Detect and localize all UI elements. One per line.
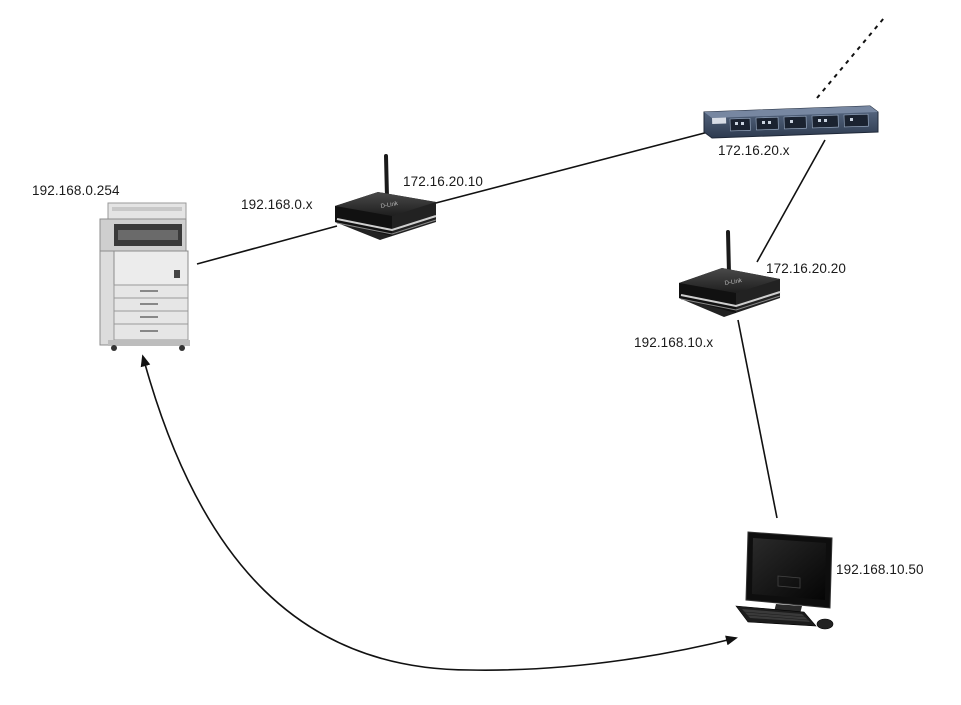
all-in-one-computer-icon (735, 531, 834, 630)
router-a-lan-label: 192.168.0.x (241, 197, 313, 212)
core-router-network-label: 172.16.20.x (718, 143, 790, 158)
link-router-b-pc (737, 319, 778, 519)
svg-text:D-Link: D-Link (724, 278, 743, 287)
wireless-router-icon: D-Link (335, 154, 437, 240)
svg-text:D-Link: D-Link (380, 201, 399, 210)
link-core-internet-dotted (816, 17, 885, 99)
router-a-wan-label: 172.16.20.10 (403, 174, 484, 189)
rack-router-icon (703, 105, 879, 139)
router-b-lan-label: 192.168.10.x (634, 335, 714, 350)
wireless-router-icon: D-Link (679, 230, 781, 317)
link-router-a-core (431, 129, 717, 205)
pc-ip-label: 192.168.10.50 (836, 562, 924, 577)
printer-ip-label: 192.168.0.254 (32, 183, 120, 198)
router-b-wan-label: 172.16.20.20 (766, 261, 847, 276)
multifunction-printer-icon (99, 202, 190, 351)
printer-pc-communication-arrow (140, 354, 738, 671)
link-printer-router-a (196, 225, 338, 265)
link-core-router-b (756, 139, 826, 263)
